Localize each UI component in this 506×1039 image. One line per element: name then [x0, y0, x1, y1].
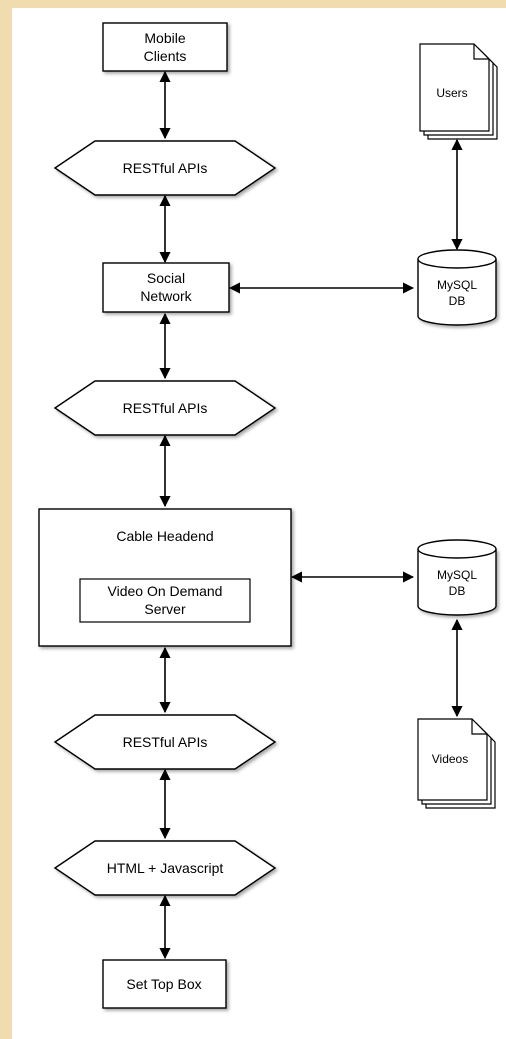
node-vod-server: Video On Demand Server: [79, 578, 251, 623]
node-restful-apis-top: RESTful APIs: [53, 140, 277, 196]
page-border-top: [0, 0, 506, 8]
mysql-top-line2: DB: [449, 294, 466, 308]
users-label: Users: [436, 86, 467, 100]
node-mysql-db-bottom: MySQL DB: [417, 539, 497, 616]
node-set-top-box: Set Top Box: [102, 959, 227, 1009]
node-videos-documents: Videos: [417, 718, 496, 809]
restful-apis-middle-label: RESTful APIs: [123, 400, 208, 416]
node-mysql-db-top: MySQL DB: [417, 249, 497, 326]
mobile-clients-line2: Clients: [144, 48, 187, 64]
videos-label: Videos: [432, 752, 468, 766]
node-mobile-clients: Mobile Clients: [102, 22, 228, 72]
node-restful-apis-middle: RESTful APIs: [53, 380, 277, 436]
node-users-documents: Users: [419, 43, 498, 140]
restful-apis-bottom-label: RESTful APIs: [123, 734, 208, 750]
mobile-clients-line1: Mobile: [144, 30, 185, 46]
cable-headend-label: Cable Headend: [116, 528, 213, 544]
restful-apis-top-label: RESTful APIs: [123, 160, 208, 176]
node-html-javascript: HTML + Javascript: [53, 840, 277, 896]
vod-server-line1: Video On Demand: [108, 583, 223, 599]
vod-server-line2: Server: [144, 601, 186, 617]
social-network-line2: Network: [140, 288, 192, 304]
html-javascript-label: HTML + Javascript: [107, 860, 224, 876]
node-restful-apis-bottom: RESTful APIs: [53, 714, 277, 770]
node-cable-headend: Cable Headend Video On Demand Server: [38, 508, 292, 647]
social-network-line1: Social: [147, 270, 185, 286]
page-border-left: [0, 0, 12, 1039]
set-top-box-label: Set Top Box: [126, 976, 201, 992]
mysql-bottom-line1: MySQL: [437, 568, 477, 582]
mysql-top-line1: MySQL: [437, 278, 477, 292]
mysql-bottom-line2: DB: [449, 584, 466, 598]
node-social-network: Social Network: [102, 262, 230, 313]
